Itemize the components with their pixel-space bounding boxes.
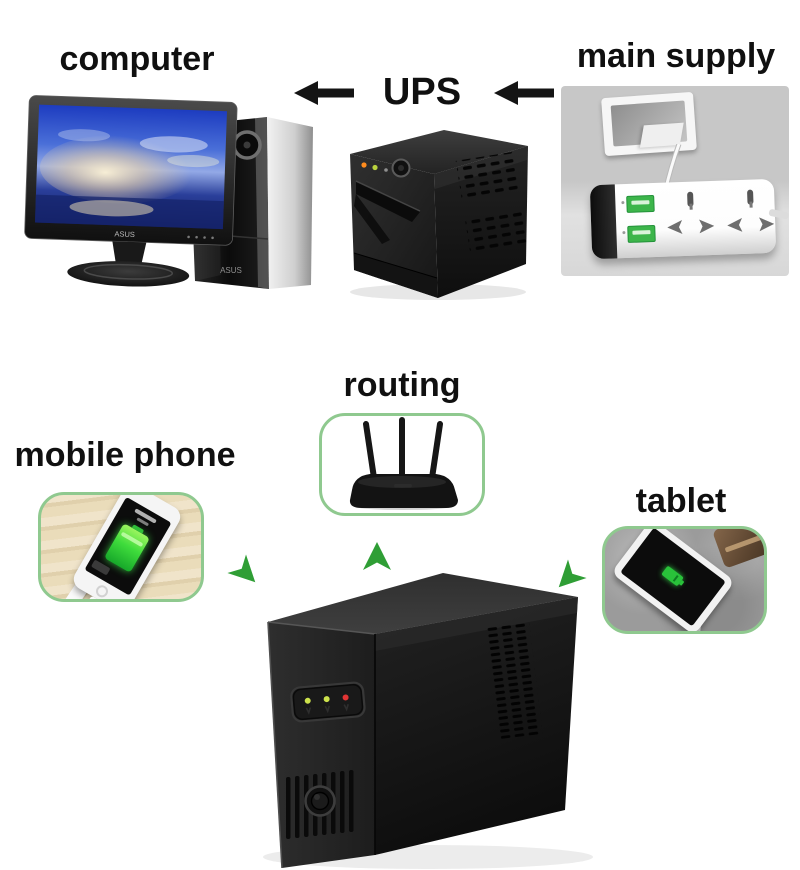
home-button [93, 583, 111, 599]
usb-port-icon [626, 194, 655, 213]
led-red [342, 694, 349, 701]
tablet-label: tablet [635, 482, 727, 520]
ups-side-vents [455, 151, 530, 252]
phone [69, 495, 185, 599]
ups-led-orange [361, 162, 367, 168]
ups-device-photo [350, 130, 530, 300]
battery-charging-icon [104, 523, 150, 573]
routing-label: routing [343, 366, 461, 404]
ups-unit-large [263, 573, 593, 869]
front-grille [286, 770, 354, 839]
wallet [712, 529, 764, 569]
battery-charging-icon [661, 565, 685, 587]
power-strip [589, 178, 789, 260]
monitor-stand-base [67, 261, 190, 287]
tower-brand-logo: ASUS [220, 266, 242, 275]
tablet-box [602, 526, 767, 634]
green-arrow-down-right-icon [227, 554, 256, 583]
main-supply-photo [561, 86, 789, 276]
ups-led-green [372, 164, 378, 171]
mobile-phone-box [38, 492, 204, 602]
side-vent-grille [484, 622, 543, 740]
green-arrow-up-icon [363, 542, 391, 570]
mobile-phone-label: mobile phone [14, 436, 236, 474]
ups-led-dim [384, 168, 388, 172]
main-supply-label: main supply [576, 37, 776, 75]
socket-outlet [664, 189, 718, 247]
led-green [323, 696, 330, 703]
usb-port-icon [627, 224, 656, 243]
ups-label: UPS [382, 71, 462, 113]
led-panel [290, 681, 366, 723]
computer-label: computer [59, 40, 215, 78]
monitor: ASUS [24, 95, 238, 287]
monitor-brand-logo: ASUS [114, 229, 135, 239]
computer-photo: ASUS [22, 95, 327, 300]
router-box [319, 413, 485, 516]
strip-end-cap [589, 184, 618, 260]
black-left-arrow-icon [294, 81, 354, 105]
black-left-arrow-icon [494, 81, 554, 105]
led-green [304, 697, 311, 704]
router [349, 417, 458, 510]
green-arrow-down-left-icon [558, 559, 587, 588]
